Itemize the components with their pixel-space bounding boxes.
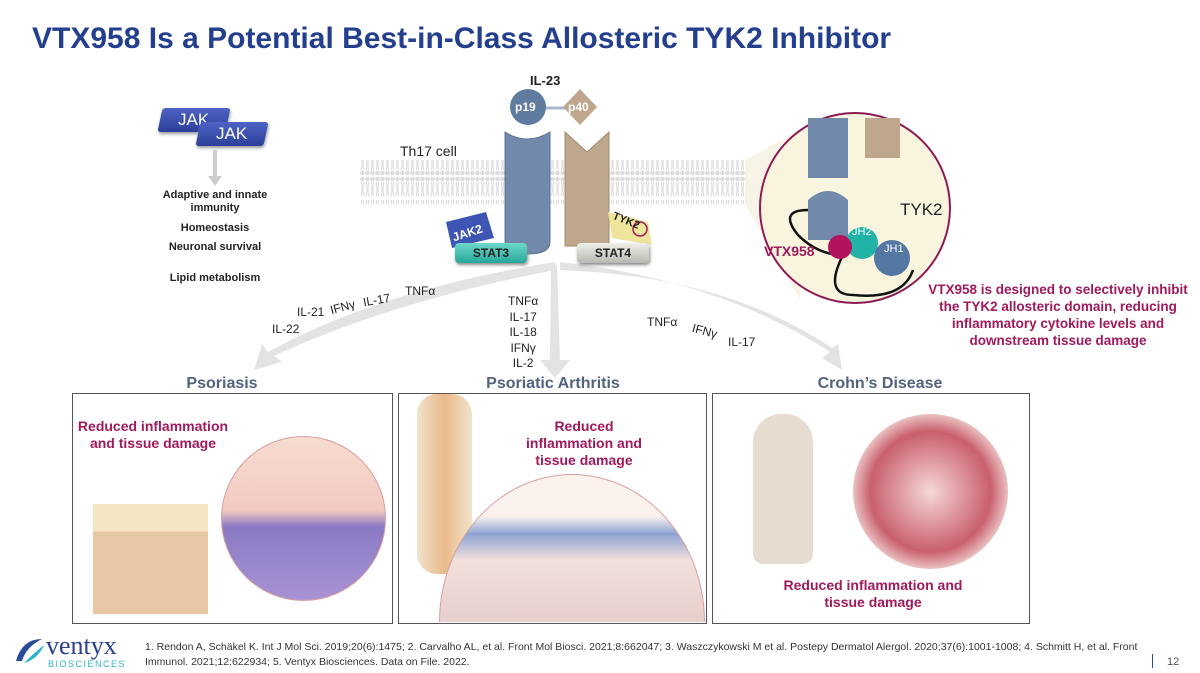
- disease-psoriasis: Psoriasis: [186, 375, 258, 392]
- cytokine-label: TNFα: [508, 294, 539, 308]
- cytokine-label: IL-21: [297, 305, 325, 319]
- cytokine-label: IL-22: [272, 322, 300, 336]
- p40-subunit: [563, 89, 597, 125]
- psoriasis-panel: Reduced inflammation and tissue damage: [72, 393, 393, 624]
- disease-crohns: Crohn’s Disease: [817, 375, 943, 392]
- jak-function: Neuronal survival: [168, 241, 262, 253]
- slide-title: VTX958 Is a Potential Best-in-Class Allo…: [32, 22, 892, 55]
- outcome-text: Reduced inflammation and tissue damage: [77, 418, 229, 451]
- cell-membrane: [360, 160, 745, 204]
- jh1-domain: [874, 240, 910, 276]
- jak2-shape: [446, 212, 494, 248]
- body-illustration: [753, 414, 813, 564]
- jh2-label: JH2: [852, 226, 872, 238]
- ventyx-logo: ventyx BIOSCIENCES: [12, 631, 125, 670]
- disease-psa: Psoriatic Arthritis: [486, 375, 620, 392]
- skin-illustration: [93, 504, 208, 614]
- stat4-box: STAT4: [577, 243, 649, 263]
- outcome-text: Reduced inflammation and tissue damage: [783, 577, 963, 610]
- cytokine-label: IL-18: [509, 325, 537, 339]
- jak-function: Homeostasis: [180, 222, 250, 234]
- inset-tyk2-label: TYK2: [900, 200, 943, 219]
- intestine-zoom-illustration: [853, 414, 1008, 569]
- il23-label: IL-23: [530, 73, 561, 88]
- logo-mark-icon: [16, 639, 44, 663]
- skin-zoom-illustration: [221, 436, 386, 601]
- arrow-psa: [540, 265, 570, 378]
- crohns-panel: Reduced inflammation and tissue damage: [712, 393, 1030, 624]
- il23-receptor-blue: [504, 131, 551, 255]
- mechanism-text: VTX958 is designed to selectively inhibi…: [928, 282, 1188, 348]
- divider: [1152, 654, 1153, 668]
- cytokine-label: IL-2: [512, 356, 534, 370]
- p19-subunit: [510, 89, 546, 125]
- vtx958-label: VTX958: [764, 243, 815, 259]
- jak-function: Adaptive and innate immunity: [162, 189, 268, 214]
- il12rb1-receptor-tan: [564, 130, 610, 247]
- cell-label: Th17 cell: [400, 143, 457, 159]
- tyk2-shape: [608, 212, 652, 245]
- psa-panel: Reduced inflammation and tissue damage: [398, 393, 707, 624]
- stat3-box: STAT3: [455, 243, 527, 263]
- jh1-label: JH1: [884, 243, 904, 255]
- references: 1. Rendon A, Schäkel K. Int J Mol Sci. 2…: [145, 641, 1138, 668]
- cytokine-label: IFNγ: [510, 340, 536, 355]
- p19-label: p19: [515, 100, 536, 114]
- pathway-diagram: [254, 89, 951, 378]
- p40-label: p40: [568, 100, 589, 114]
- logo-wordmark: ventyx: [46, 631, 117, 660]
- vtx958-molecule: [828, 235, 852, 259]
- cytokine-label: TNFα: [647, 315, 678, 329]
- psa-cytokine-list: TNFα IL-17 IL-18 IFNγ IL-2: [508, 294, 538, 372]
- jak-function: Lipid metabolism: [169, 272, 261, 284]
- cytokine-label: IL-17: [509, 309, 537, 324]
- jh2-domain: [846, 227, 878, 259]
- cytokine-label: IL-17: [728, 335, 756, 349]
- arrow-psoriasis: [254, 262, 555, 370]
- joint-zoom-illustration: [439, 474, 705, 622]
- outcome-text: Reduced inflammation and tissue damage: [526, 418, 642, 468]
- page-number: 12: [1167, 656, 1180, 668]
- logo-subtitle: BIOSCIENCES: [48, 659, 127, 669]
- cytokine-label: TNFα: [405, 284, 436, 298]
- down-arrow-icon: [208, 150, 222, 186]
